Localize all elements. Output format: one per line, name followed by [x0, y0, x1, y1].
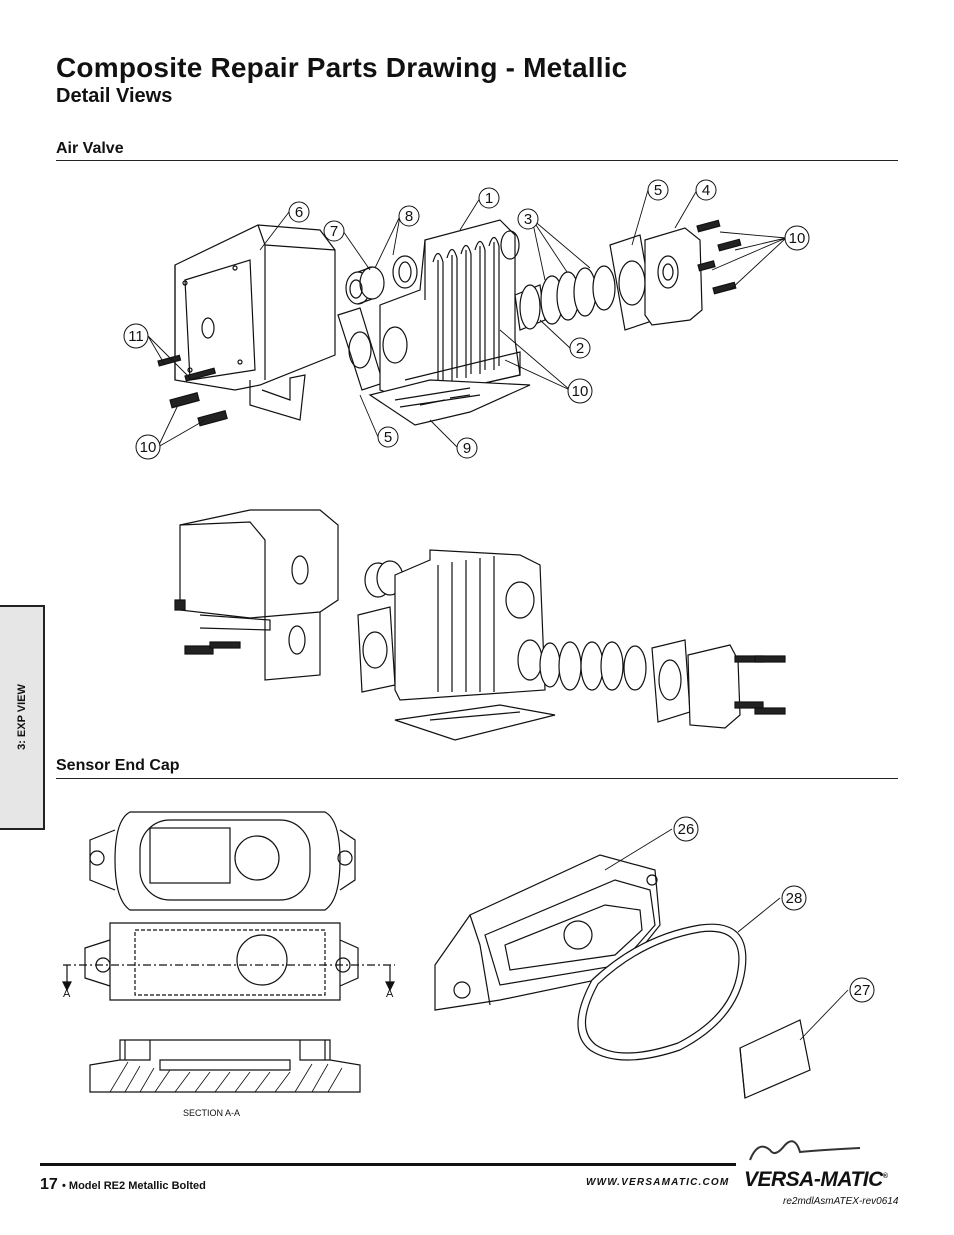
side-tab[interactable] — [0, 605, 45, 830]
callout-6: 6 — [295, 204, 303, 221]
air-valve-exploded-view — [147, 189, 787, 449]
callout-10: 10 — [572, 383, 589, 400]
callout-2: 2 — [576, 340, 584, 357]
sensor-end-cap-front-view — [62, 922, 395, 1001]
section-heading-air-valve: Air Valve — [56, 140, 124, 157]
section-marker-a-left: A — [63, 988, 71, 1000]
section-aa-label: SECTION A-A — [183, 1108, 241, 1118]
callout-3: 3 — [524, 211, 532, 228]
page-subtitle: Detail Views — [56, 85, 173, 107]
part-8-seal — [392, 255, 418, 289]
sensor-end-cap-top-view — [89, 811, 356, 911]
page-number: 17 — [40, 1176, 58, 1193]
document-id: re2mdlAsmATEX-rev0614 — [783, 1196, 899, 1207]
leader-lines — [147, 189, 787, 449]
section-marker-a-right: A — [386, 988, 394, 1000]
callout-11: 11 — [128, 328, 144, 345]
part-27-pad — [739, 1019, 811, 1099]
callout-circles — [123, 179, 875, 1003]
callout-4: 4 — [702, 182, 710, 199]
callout-8: 8 — [405, 208, 413, 225]
part-10-bolts-left — [169, 392, 228, 427]
part-10-bolts-right — [696, 219, 742, 295]
callout-27: 27 — [854, 982, 871, 999]
website-link[interactable]: WWW.VERSAMATIC.COM — [586, 1177, 730, 1188]
sensor-end-cap-section-view — [89, 1039, 361, 1093]
registered-mark: ® — [882, 1173, 888, 1180]
footer-rule — [40, 1163, 736, 1166]
callout-26: 26 — [678, 821, 695, 838]
part-7-seal — [345, 266, 385, 305]
callout-10: 10 — [140, 439, 157, 456]
part-2-spool — [514, 265, 616, 331]
page-title: Composite Repair Parts Drawing - Metalli… — [56, 52, 628, 83]
callout-7: 7 — [330, 223, 338, 240]
air-valve-assembled-view — [174, 509, 786, 741]
leader-lines-sensor — [604, 828, 849, 1041]
part-1-valve-body — [379, 219, 521, 401]
section-rule — [56, 160, 898, 161]
part-6-housing — [174, 224, 336, 421]
callout-28: 28 — [786, 890, 803, 907]
callout-10: 10 — [789, 230, 806, 247]
part-4-end-cap — [644, 227, 703, 326]
brand-name: VERSA-MATIC — [744, 1168, 883, 1191]
callout-1: 1 — [485, 190, 493, 207]
part-5-gasket-left — [337, 307, 384, 391]
section-rule — [56, 778, 898, 779]
section-heading-sensor-end-cap: Sensor End Cap — [56, 757, 180, 774]
callout-5: 5 — [654, 182, 662, 199]
brand-logo: VERSA-MATIC® — [744, 1168, 888, 1192]
callout-5: 5 — [384, 429, 392, 446]
callout-9: 9 — [463, 440, 471, 457]
part-9-base-plate — [368, 379, 531, 426]
part-28-o-ring — [577, 923, 747, 1061]
callout-numbers: 6 7 8 1 3 5 4 10 2 10 11 10 5 9 26 28 27 — [128, 182, 870, 999]
versamatic-logo-mark — [749, 1140, 861, 1161]
page-label: • Model RE2 Metallic Bolted — [62, 1180, 206, 1192]
